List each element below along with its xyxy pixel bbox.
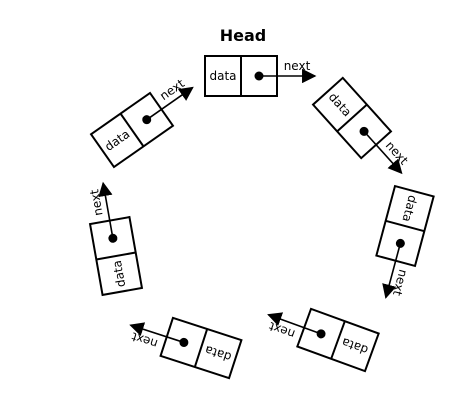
node-data-label: data <box>209 69 236 83</box>
node-divider <box>96 251 136 261</box>
next-pointer-arrow <box>129 322 185 344</box>
node-divider <box>330 320 346 360</box>
node-divider <box>193 328 209 368</box>
pointer-dot <box>316 329 326 339</box>
node-data-label: data <box>110 259 128 288</box>
node-next-label: next <box>390 268 410 298</box>
node-next-label: next <box>284 59 311 73</box>
next-pointer-arrow <box>98 181 114 239</box>
list-node-1: data next <box>204 55 317 97</box>
next-pointer-arrow <box>146 86 194 121</box>
list-node-3: data next <box>375 184 435 299</box>
node-next-label: next <box>157 76 187 103</box>
head-label: Head <box>220 26 267 45</box>
node-next-label: next <box>383 138 411 167</box>
list-node-6: data next <box>87 181 144 297</box>
node-divider <box>336 103 368 133</box>
node-data-label: data <box>399 194 420 224</box>
node-next-label: next <box>87 188 105 217</box>
node-divider <box>385 219 425 233</box>
next-pointer-arrow <box>363 130 403 175</box>
node-next-label: next <box>267 319 297 341</box>
pointer-dot <box>108 233 118 243</box>
nodes-layer: datanextdatanextdatanextdatanextdatanext… <box>87 55 435 380</box>
pointer-dot <box>395 238 405 248</box>
next-pointer-arrow <box>382 243 402 299</box>
next-pointer-arrow <box>267 312 322 335</box>
node-divider <box>119 113 145 147</box>
